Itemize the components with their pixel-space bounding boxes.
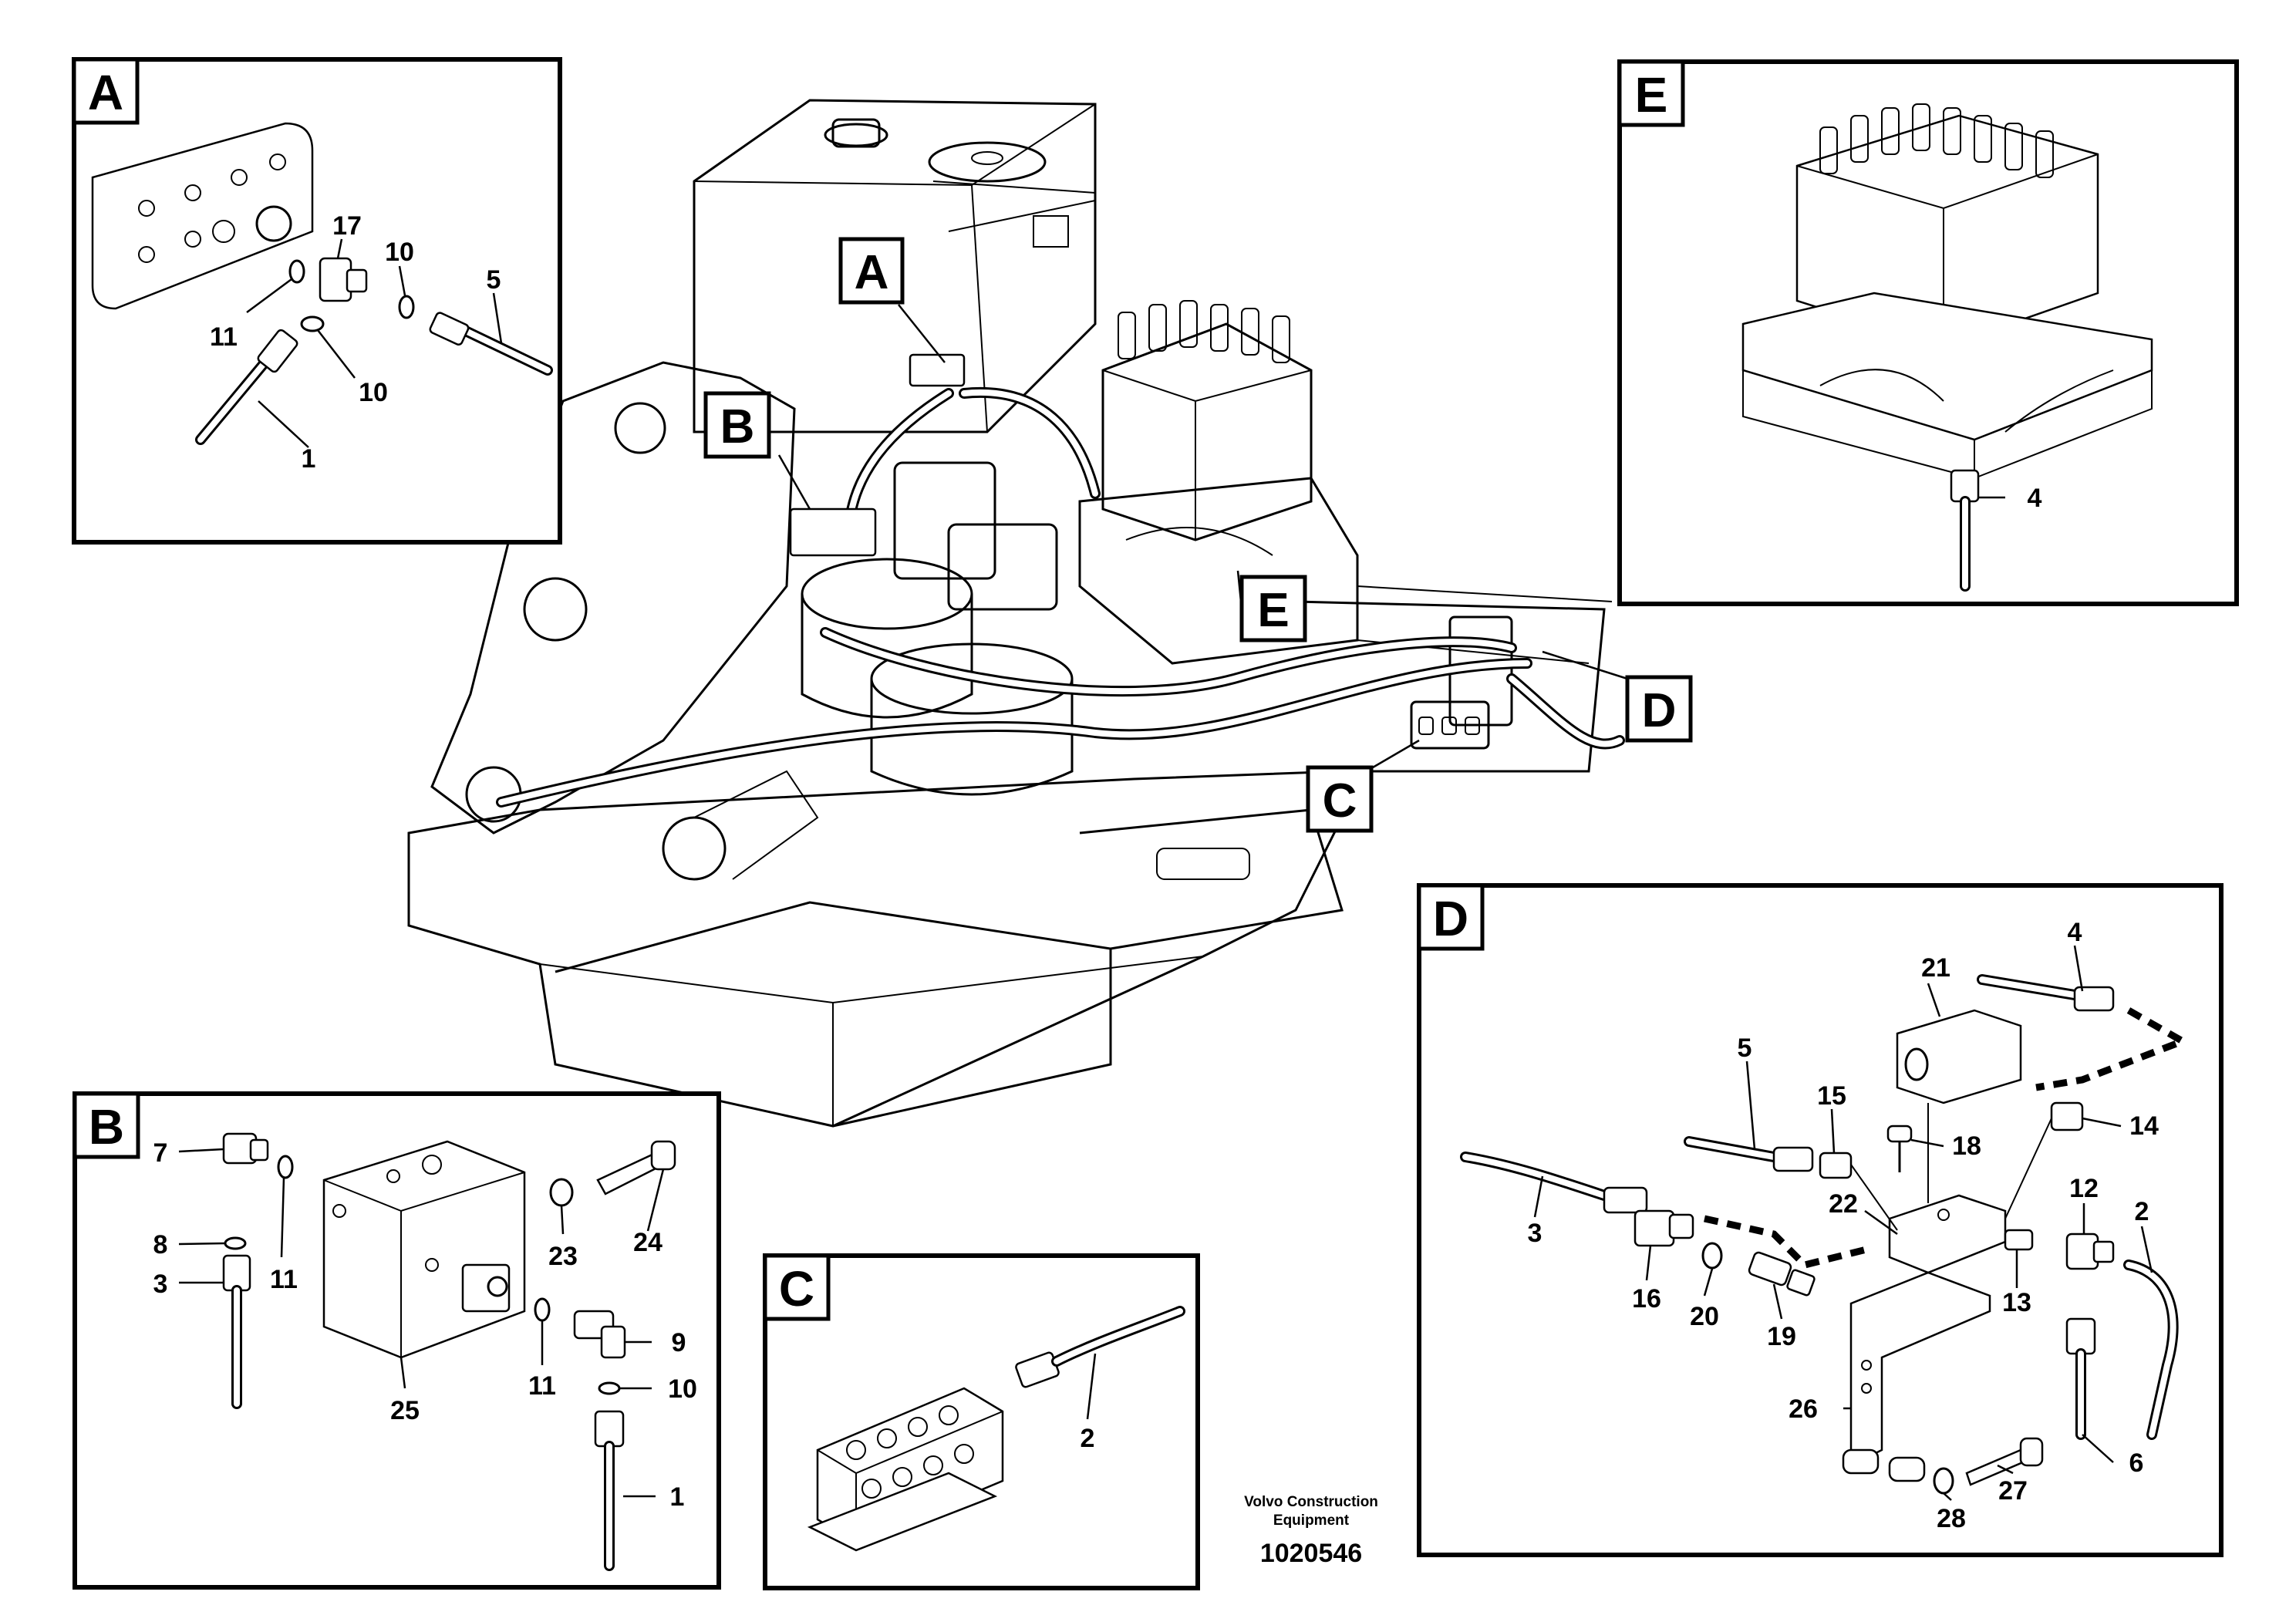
label-27: 27 xyxy=(1998,1476,2028,1506)
label-11-right: 11 xyxy=(528,1371,556,1401)
label-18: 18 xyxy=(1952,1131,1981,1161)
view-letter-e: E xyxy=(1635,67,1668,123)
label-16: 16 xyxy=(1632,1284,1661,1313)
callout-letter-b: B xyxy=(720,400,755,454)
label-10: 10 xyxy=(668,1374,697,1404)
callout-letter-a: A xyxy=(855,246,889,299)
label-28: 28 xyxy=(1937,1504,1966,1533)
company-line-1: Volvo Construction xyxy=(1244,1494,1378,1510)
label-25: 25 xyxy=(390,1396,420,1425)
label-10-top: 10 xyxy=(385,238,414,267)
label-4: 4 xyxy=(2028,484,2042,513)
label-11: 11 xyxy=(210,322,238,352)
label-2: 2 xyxy=(2135,1197,2149,1226)
label-14: 14 xyxy=(2129,1111,2159,1141)
label-8: 8 xyxy=(153,1230,168,1259)
label-5: 5 xyxy=(1738,1034,1752,1063)
label-21: 21 xyxy=(1921,953,1950,983)
label-12: 12 xyxy=(2069,1174,2099,1203)
detail-view-b: B xyxy=(72,1091,721,1590)
label-22: 22 xyxy=(1829,1189,1858,1219)
view-letter-c: C xyxy=(779,1261,814,1317)
detail-view-d: D xyxy=(1417,883,2224,1557)
label-17: 17 xyxy=(332,211,362,241)
label-4: 4 xyxy=(2068,918,2082,947)
drawing-footer: Volvo Construction Equipment 1020546 xyxy=(1244,1494,1378,1568)
label-10-bottom: 10 xyxy=(359,378,388,407)
label-11-left: 11 xyxy=(270,1265,298,1294)
label-26: 26 xyxy=(1789,1394,1818,1424)
drawing-number: 1020546 xyxy=(1260,1539,1362,1568)
label-3: 3 xyxy=(153,1270,168,1299)
label-7: 7 xyxy=(153,1138,168,1168)
main-assembly-drawing xyxy=(407,99,1625,1128)
callout-letter-e: E xyxy=(1257,584,1289,637)
callout-letter-c: C xyxy=(1323,774,1357,828)
detail-view-a: A 17 10 5 xyxy=(72,57,562,545)
label-13: 13 xyxy=(2002,1288,2031,1317)
main-callout-a: A xyxy=(838,237,946,363)
callout-letter-d: D xyxy=(1642,684,1677,737)
label-19: 19 xyxy=(1767,1322,1796,1351)
label-24: 24 xyxy=(633,1228,663,1257)
label-15: 15 xyxy=(1817,1081,1846,1111)
label-9: 9 xyxy=(672,1328,686,1357)
main-callout-d: D xyxy=(1542,650,1693,743)
detail-view-e: E 4 xyxy=(1617,59,2239,606)
view-letter-a: A xyxy=(88,65,123,120)
view-letter-d: D xyxy=(1433,891,1468,946)
detail-view-c: C 2 xyxy=(763,1253,1200,1590)
label-1: 1 xyxy=(670,1482,685,1512)
label-23: 23 xyxy=(548,1242,578,1271)
label-3: 3 xyxy=(1528,1219,1542,1248)
label-6: 6 xyxy=(2129,1448,2144,1478)
label-5: 5 xyxy=(487,265,501,295)
main-callout-b: B xyxy=(703,391,811,510)
main-callout-e: E xyxy=(1236,570,1307,642)
view-letter-b: B xyxy=(89,1099,124,1155)
label-20: 20 xyxy=(1690,1302,1719,1331)
main-callout-c: C xyxy=(1306,739,1420,833)
label-1: 1 xyxy=(302,444,316,474)
company-line-2: Equipment xyxy=(1273,1512,1350,1529)
label-2: 2 xyxy=(1081,1424,1095,1453)
